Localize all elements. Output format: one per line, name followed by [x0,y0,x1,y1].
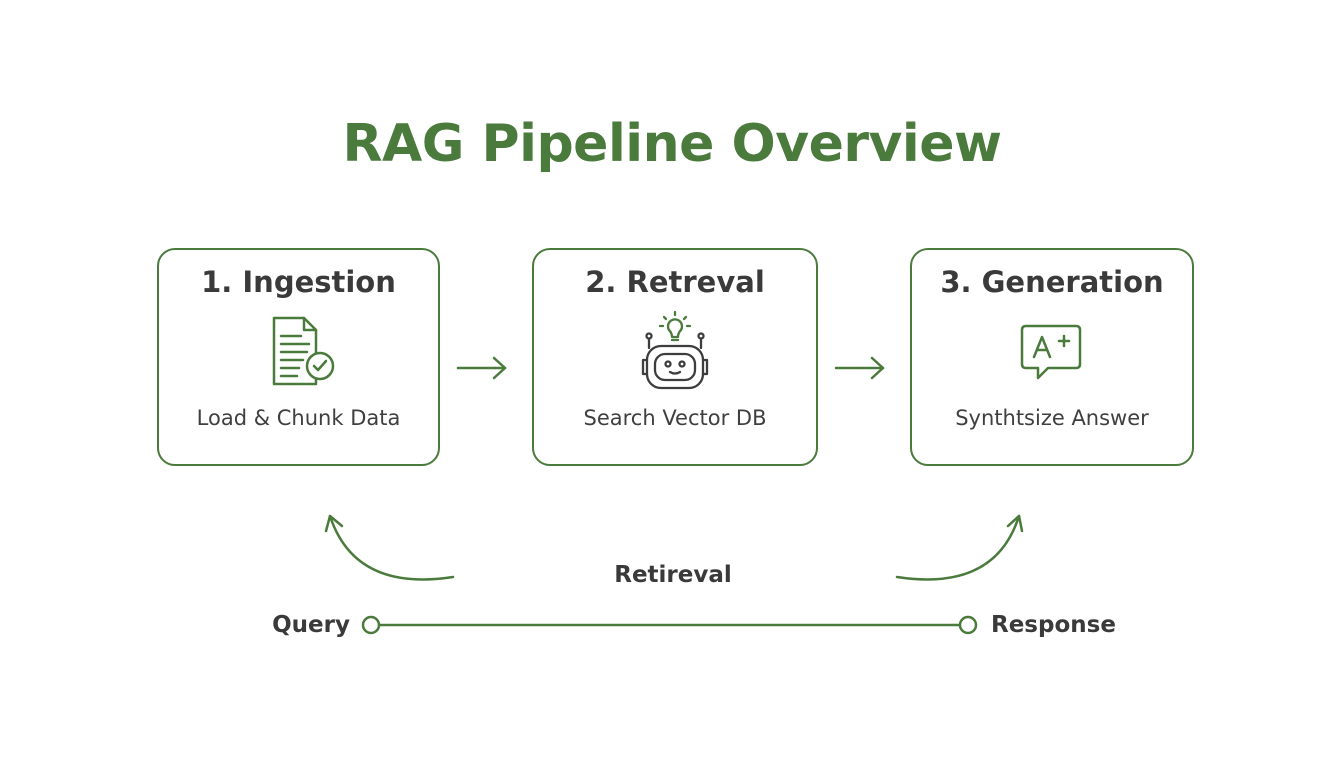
document-check-icon [272,316,334,386]
chat-a-plus-icon [1020,324,1082,380]
loop-label: Retireval [614,562,732,588]
curved-arrow-right [895,514,1024,581]
query-label: Query [272,612,350,638]
stage-retrieval-box: 2. Retreval Search Vector DB [532,248,818,466]
arrow-retrieval-to-generation [834,356,885,380]
stage-caption: Search Vector DB [583,406,767,430]
stage-caption: Load & Chunk Data [196,406,401,430]
stage-generation-box: 3. Generation Synthtsize Answer [910,248,1194,466]
stage-caption: Synthtsize Answer [955,406,1149,430]
page-title: RAG Pipeline Overview [342,114,1002,174]
query-response-line [361,615,978,635]
arrow-ingestion-to-retrieval [456,356,507,380]
robot-lightbulb-icon [641,310,709,390]
stage-title: 2. Retreval [585,265,765,299]
stage-ingestion-box: 1. Ingestion Load & Chunk Data [157,248,440,466]
stage-title: 1. Ingestion [201,265,396,299]
response-label: Response [991,612,1116,638]
stage-title: 3. Generation [940,265,1164,299]
curved-arrow-left [324,514,455,581]
